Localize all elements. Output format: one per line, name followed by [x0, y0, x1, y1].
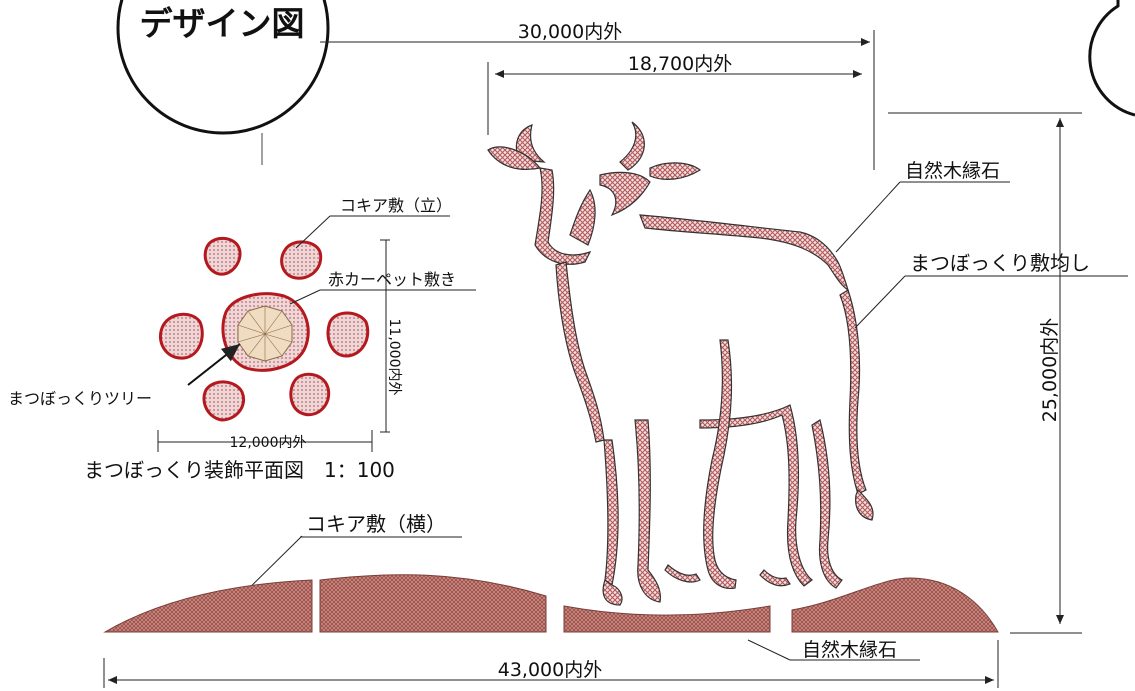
label-pinecone-spread: まつぼっくり敷均し [854, 251, 1128, 329]
mound-4 [791, 577, 999, 633]
label-kokia-lying: コキア敷（横） [229, 512, 462, 608]
red-carpet-text: 赤カーペット敷き [328, 270, 456, 289]
dimension-right-height: 25,000内外 [888, 112, 1082, 634]
kokia-mounds [103, 574, 999, 633]
section-circle-partial [1088, 0, 1135, 117]
pinecone-spread-text: まつぼっくり敷均し [910, 251, 1090, 275]
kokia-clusters [159, 236, 370, 422]
dimension-bottom-overall: 43,000内外 [103, 640, 999, 688]
dimension-right-height-text: 25,000内外 [1039, 318, 1061, 422]
pinecone-plan: コキア敷（立） 赤カーペット敷き まつぼっくりツリー 11,000内外 12,0… [8, 196, 476, 482]
mound-3 [563, 605, 771, 633]
kokia-standing-text: コキア敷（立） [340, 196, 452, 215]
dimension-top-overall: 30,000内外 [320, 21, 875, 170]
pine-width-text: 12,000内外 [230, 435, 307, 451]
kokia-lying-text: コキア敷（横） [306, 512, 446, 536]
pinecone-tree-rays [237, 306, 293, 361]
pine-height-text: 11,000内外 [386, 319, 402, 396]
label-stone-edge-upper: 自然木縁石 [835, 160, 1010, 253]
title-badge: デザイン図 [116, 0, 330, 165]
dimension-top-inner-text: 18,700内外 [628, 53, 732, 75]
dimension-top-inner: 18,700内外 [487, 53, 875, 135]
mound-2 [319, 574, 547, 633]
dimension-bottom-overall-text: 43,000内外 [498, 659, 602, 681]
cow-design [487, 121, 874, 606]
stone-edge-lower-text: 自然木縁石 [802, 639, 897, 661]
plan-caption-text: まつぼっくり装飾平面図 1：100 [84, 458, 395, 482]
mound-1 [103, 579, 313, 633]
title-text: デザイン図 [140, 4, 305, 43]
label-stone-edge-lower: 自然木縁石 [747, 639, 920, 661]
pinecone-tree-text: まつぼっくりツリー [8, 389, 152, 408]
stone-edge-upper-text: 自然木縁石 [905, 160, 1000, 182]
dimension-top-overall-text: 30,000内外 [518, 21, 622, 43]
